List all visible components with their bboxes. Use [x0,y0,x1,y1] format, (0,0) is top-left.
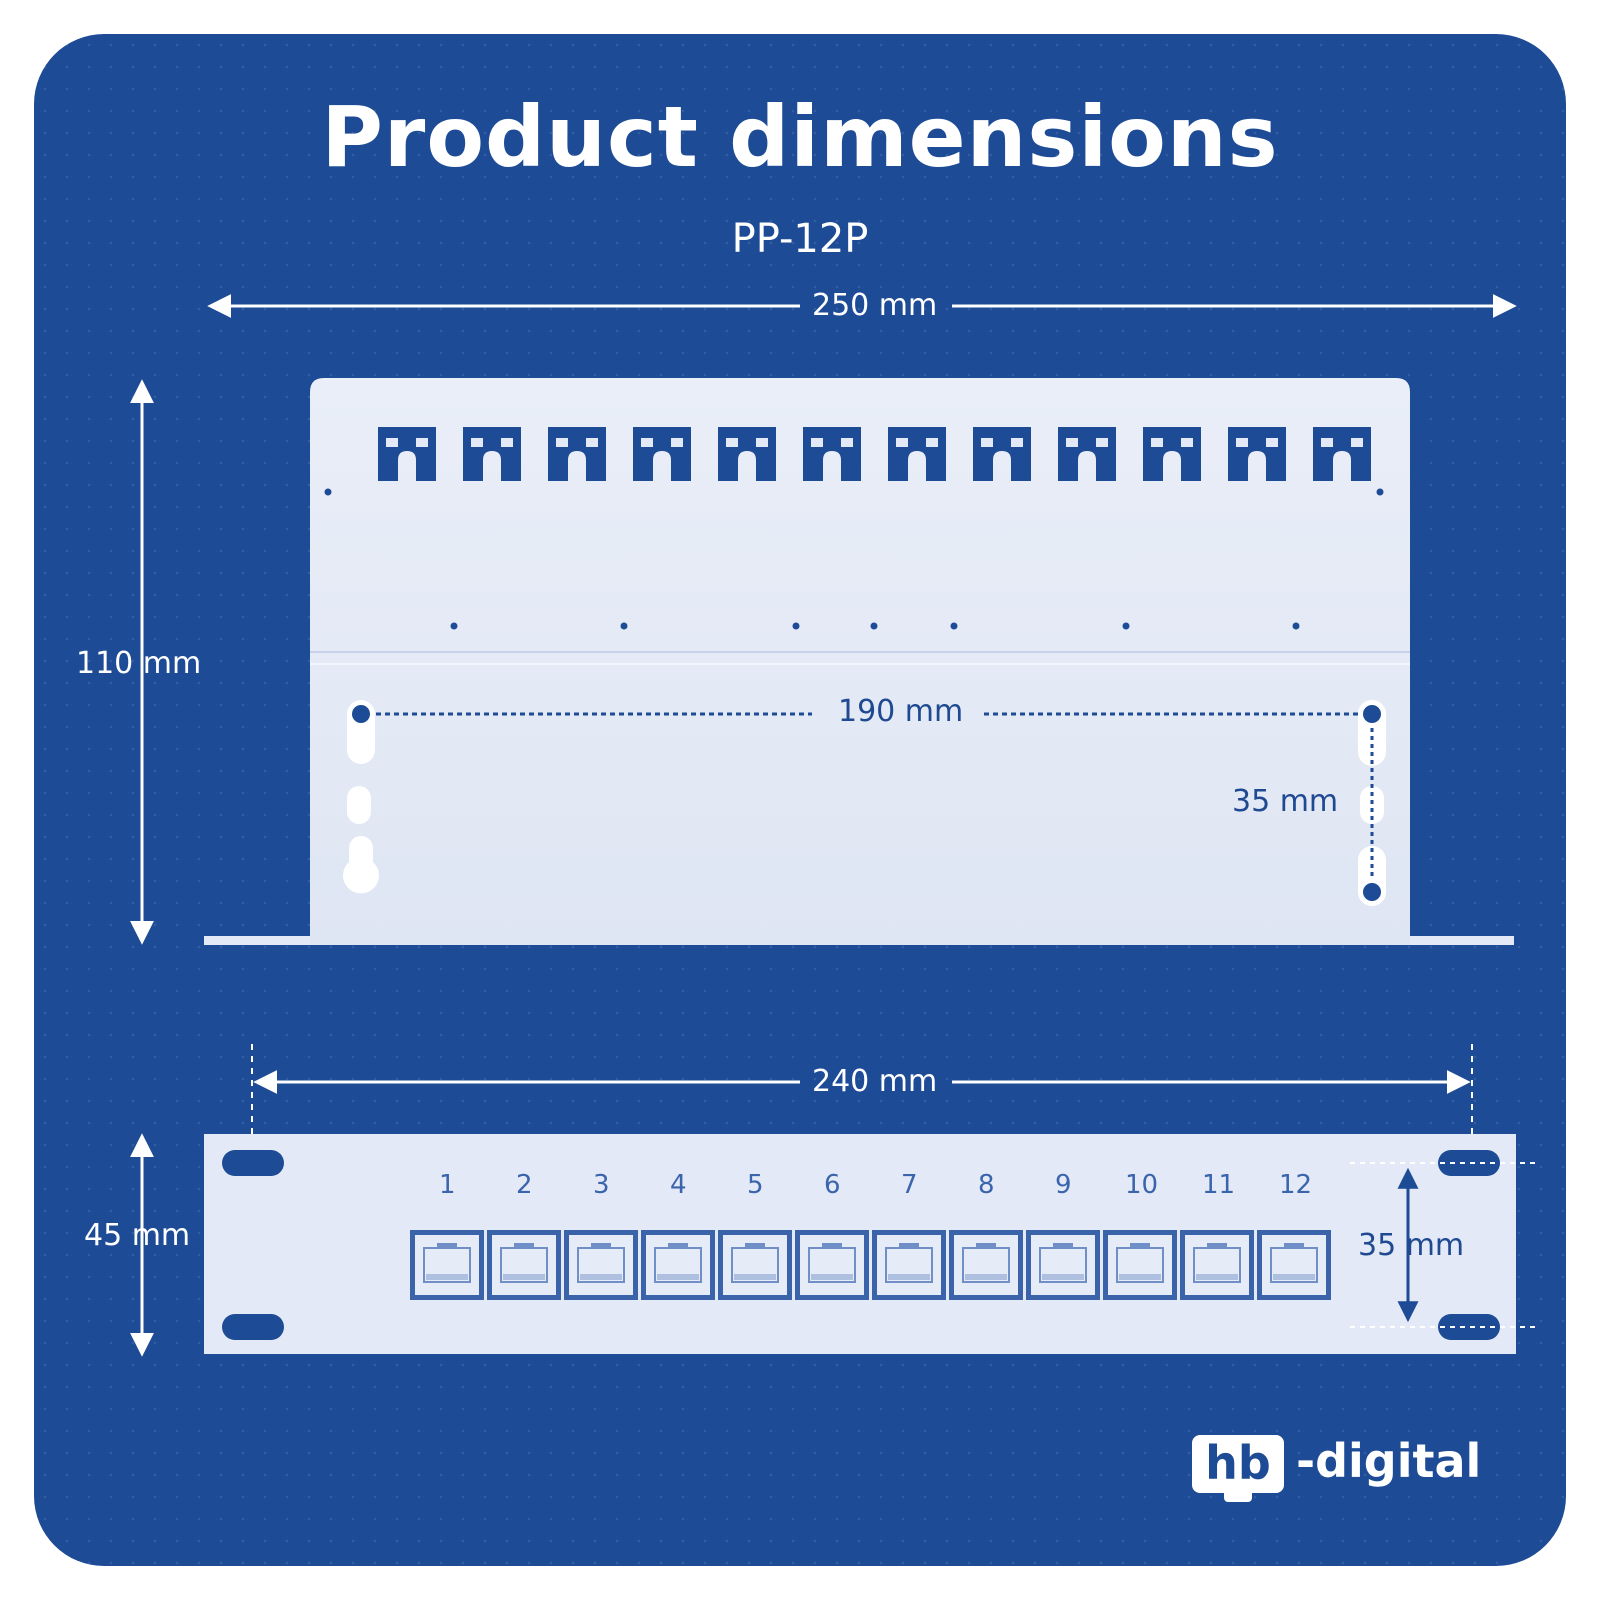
brand-logo-monitor-stand [1224,1492,1252,1502]
port-number-11: 11 [1202,1170,1236,1200]
rj45-ports [410,1230,1331,1300]
keystone-slot [973,427,1031,481]
keystone-slot [378,427,436,481]
rj45-port [1180,1230,1254,1300]
hole-spacing-190-label: 190 mm [838,694,964,729]
top-view-plate [204,378,1514,945]
width-240-label: 240 mm [812,1064,938,1099]
screw-dot [792,622,800,630]
keystone-slot [803,427,861,481]
screw-dot [620,622,628,630]
port-number-8: 8 [978,1170,995,1200]
port-number-4: 4 [670,1170,687,1200]
keystone-slot [1058,427,1116,481]
right-mounting-holes [1358,700,1386,906]
keystone-slot [463,427,521,481]
port-number-3: 3 [593,1170,610,1200]
screw-dot [324,488,332,496]
keystone-slot [888,427,946,481]
mounting-dots [324,488,1384,630]
port-number-9: 9 [1055,1170,1072,1200]
rj45-port [564,1230,638,1300]
port-number-12: 12 [1279,1170,1313,1200]
rj45-port [641,1230,715,1300]
rj45-port [795,1230,869,1300]
rj45-port [1257,1230,1331,1300]
rj45-port [1103,1230,1177,1300]
keystone-slot [1228,427,1286,481]
rj45-port [949,1230,1023,1300]
port-number-10: 10 [1125,1170,1159,1200]
port-number-2: 2 [516,1170,533,1200]
height-110-label: 110 mm [76,646,202,681]
keystone-slot [1313,427,1371,481]
front-hole-35-label: 35 mm [1358,1228,1465,1263]
width-250-label: 250 mm [812,288,938,323]
keystone-slot [633,427,691,481]
screw-dot [1376,488,1384,496]
port-number-6: 6 [824,1170,841,1200]
left-mounting-holes [343,700,380,894]
rj45-port [1026,1230,1100,1300]
page-title: Product dimensions [321,88,1279,186]
keystone-slots [378,427,1371,481]
screw-dot [1292,622,1300,630]
screw-dot [870,622,878,630]
rj45-port [410,1230,484,1300]
height-45-label: 45 mm [84,1218,191,1253]
hole-vertical-35-label: 35 mm [1232,784,1339,819]
screw-dot [950,622,958,630]
rj45-port [872,1230,946,1300]
keystone-slot [548,427,606,481]
screw-dot [450,622,458,630]
screw-dot [1122,622,1130,630]
rj45-port [487,1230,561,1300]
keystone-slot [718,427,776,481]
rj45-port [718,1230,792,1300]
brand-logo-text: -digital [1296,1434,1482,1488]
port-number-1: 1 [439,1170,456,1200]
port-number-5: 5 [747,1170,764,1200]
front-panel [204,1134,1536,1354]
port-number-7: 7 [901,1170,918,1200]
brand-logo-box: hb [1192,1435,1284,1493]
keystone-slot [1143,427,1201,481]
model-name: PP-12P [731,216,869,262]
